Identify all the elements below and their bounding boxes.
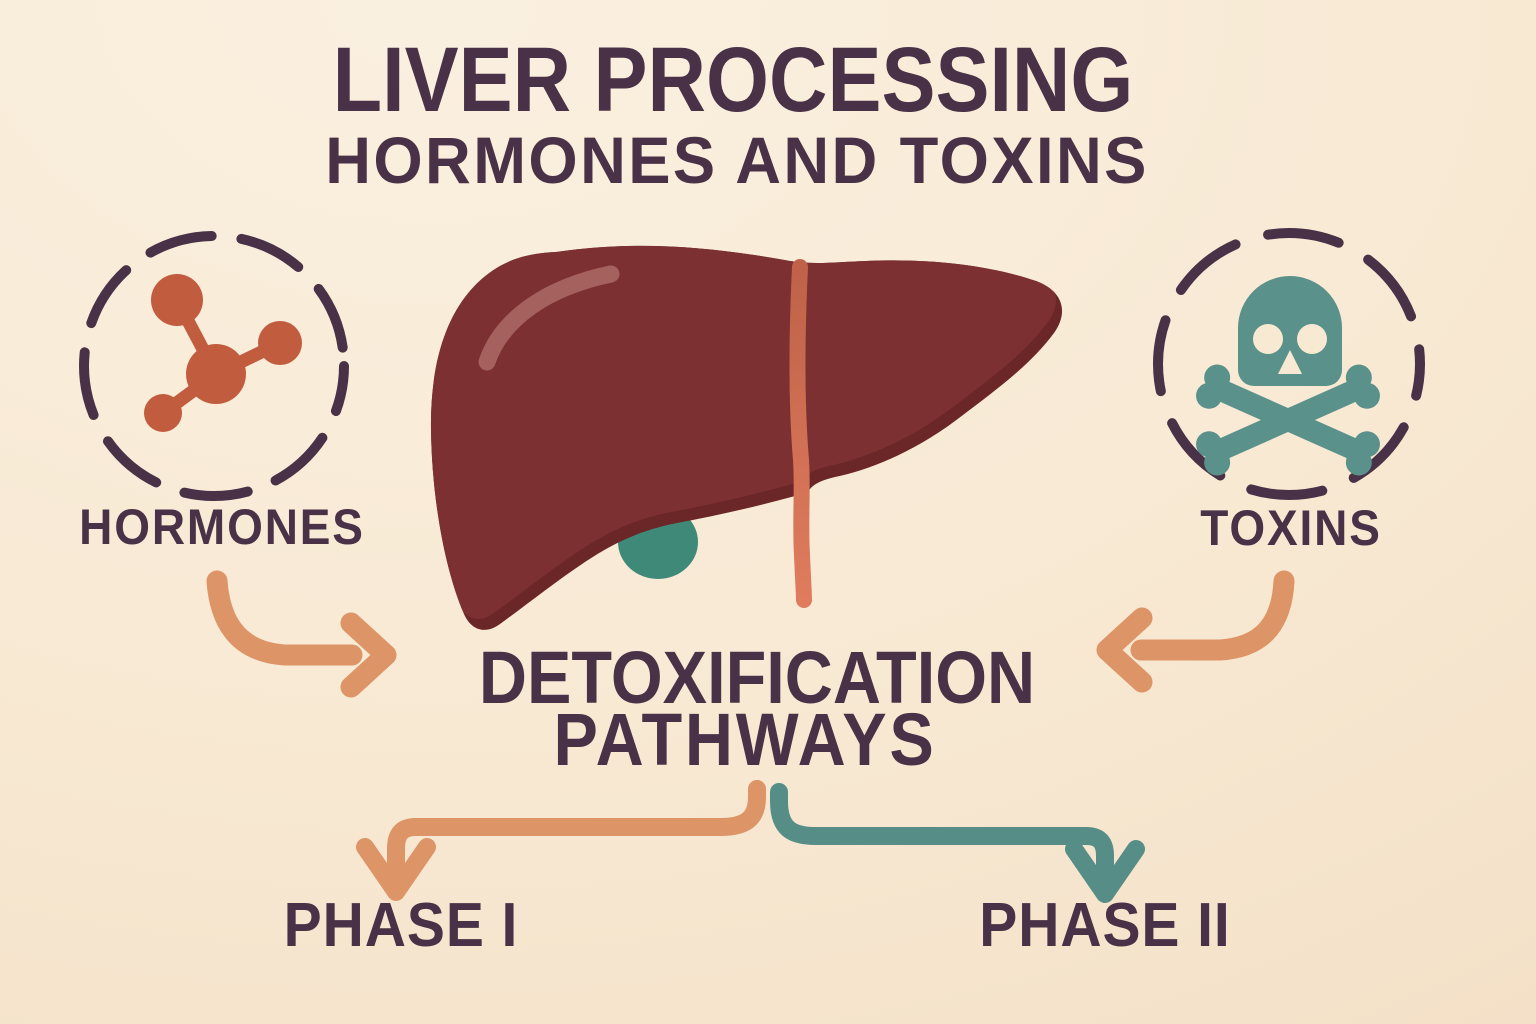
liver-shape-main [430,245,1056,619]
detoxification-heading-line2: PATHWAYS [553,698,937,781]
toxins-label: TOXINS [1200,500,1382,556]
phase2-branch-arrow [770,783,1145,903]
phase2-label: PHASE II [979,891,1231,960]
molecule-atoms [144,274,302,432]
crossbones [1196,364,1380,476]
hormones-label: HORMONES [79,499,365,555]
detoxification-heading-line1: DETOXIFICATION [478,636,1036,719]
skull-crossbones-icon [1196,276,1380,476]
phase1-branch-arrow [356,780,766,901]
toxins-dashed-circle [1153,228,1425,500]
hormones-dashed-circle [79,231,349,501]
hormones-arrow [206,570,397,698]
toxins-arrow [1096,570,1295,693]
phase1-label: PHASE I [283,891,519,960]
liver-highlight [478,265,620,371]
liver-vessel-bile-duct [789,259,812,608]
skull-cranium [1238,276,1342,386]
skull-face [1253,324,1327,374]
page-subtitle: HORMONES AND TOXINS [325,123,1149,197]
page-title: LIVER PROCESSING [332,29,1134,131]
